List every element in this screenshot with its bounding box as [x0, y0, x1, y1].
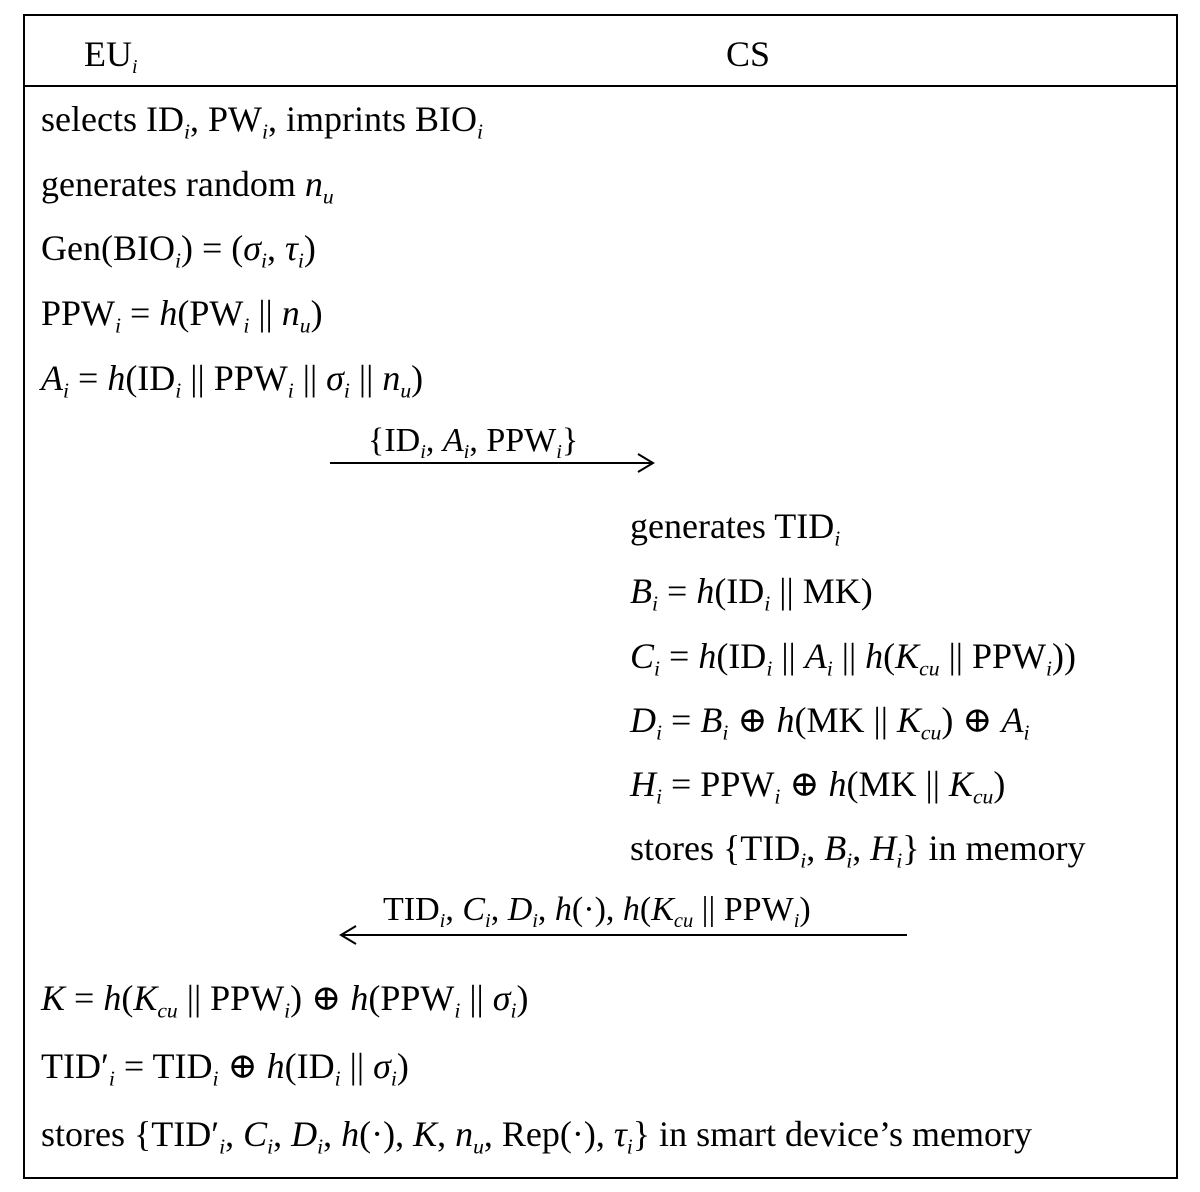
eu2-line-2: TID′i = TIDi ⊕ h(IDi || σi)	[41, 1046, 409, 1091]
arrow-cs-to-eu	[339, 925, 907, 945]
header-divider	[23, 85, 1178, 87]
cs-line-2: Bi = h(IDi || MK)	[630, 571, 873, 616]
message-to-eu-label: TIDi, Ci, Di, h(·), h(Kcu || PPWi)	[383, 891, 811, 933]
arrow-eu-to-cs	[330, 453, 655, 473]
eu1-line-5: Ai = h(IDi || PPWi || σi || nu)	[41, 358, 424, 403]
protocol-table-frame	[23, 14, 1178, 1179]
eu1-line-3: Gen(BIOi) = (σi, τi)	[41, 228, 316, 273]
message-to-cs-label: {IDi, Ai, PPWi}	[368, 422, 579, 464]
eu1-line-4: PPWi = h(PWi || nu)	[41, 293, 323, 338]
eu2-line-3: stores {TID′i, Ci, Di, h(·), K, nu, Rep(…	[41, 1114, 1032, 1159]
eu1-line-1: selects IDi, PWi, imprints BIOi	[41, 99, 483, 144]
cs-line-5: Hi = PPWi ⊕ h(MK || Kcu)	[630, 764, 1006, 809]
cs-line-1: generates TIDi	[630, 506, 841, 551]
cs-line-3: Ci = h(IDi || Ai || h(Kcu || PPWi))	[630, 636, 1076, 681]
cs-line-4: Di = Bi ⊕ h(MK || Kcu) ⊕ Ai	[630, 700, 1030, 745]
header-eu: EUi	[84, 34, 138, 78]
header-cs: CS	[726, 34, 771, 74]
eu1-line-2: generates random nu	[41, 164, 334, 209]
eu2-line-1: K = h(Kcu || PPWi) ⊕ h(PPWi || σi)	[41, 978, 529, 1023]
cs-line-6: stores {TIDi, Bi, Hi} in memory	[630, 828, 1086, 873]
